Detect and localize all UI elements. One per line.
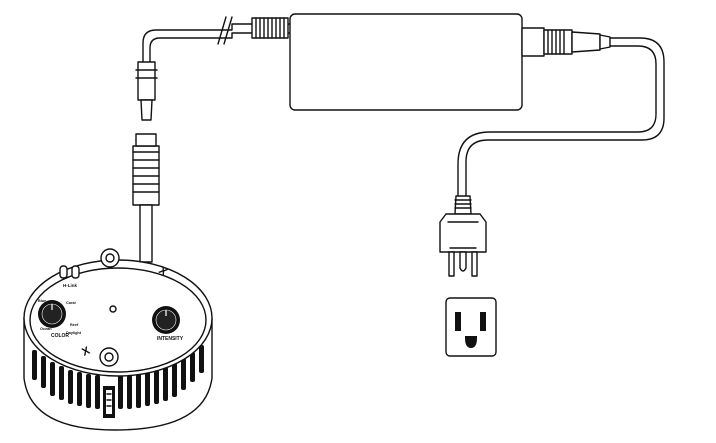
controller-cable bbox=[139, 204, 153, 263]
wall-plug bbox=[439, 195, 487, 277]
vent-slots bbox=[32, 345, 204, 409]
front-boss bbox=[99, 347, 119, 367]
color-knob: Ocean Blue Coral Daylight Reef COLOR bbox=[38, 299, 82, 339]
power-adapter bbox=[289, 13, 523, 111]
wall-outlet bbox=[445, 297, 497, 357]
color-mark-3: Coral bbox=[66, 301, 76, 305]
intensity-knob: INTENSITY bbox=[152, 306, 184, 342]
color-label: COLOR bbox=[51, 333, 69, 339]
strain-relief bbox=[251, 17, 289, 39]
h-link-ports: H-Link bbox=[59, 265, 80, 288]
ac-cord bbox=[457, 27, 665, 197]
center-hole bbox=[109, 305, 117, 313]
color-mark-5: Reef bbox=[70, 323, 79, 327]
intensity-label: INTENSITY bbox=[157, 336, 184, 342]
h-link-label: H-Link bbox=[63, 283, 77, 288]
dc-plug bbox=[135, 61, 158, 121]
dc-cable bbox=[142, 16, 291, 63]
color-mark-1: Ocean bbox=[40, 327, 52, 331]
color-mark-4: Daylight bbox=[66, 331, 82, 335]
front-logo-plate bbox=[103, 386, 115, 418]
color-mark-2: Blue bbox=[38, 299, 46, 303]
cable-entry bbox=[100, 248, 120, 268]
dc-jack bbox=[132, 133, 160, 206]
controller: H-Link Ocean Blue Coral Daylight Reef CO… bbox=[23, 248, 213, 431]
